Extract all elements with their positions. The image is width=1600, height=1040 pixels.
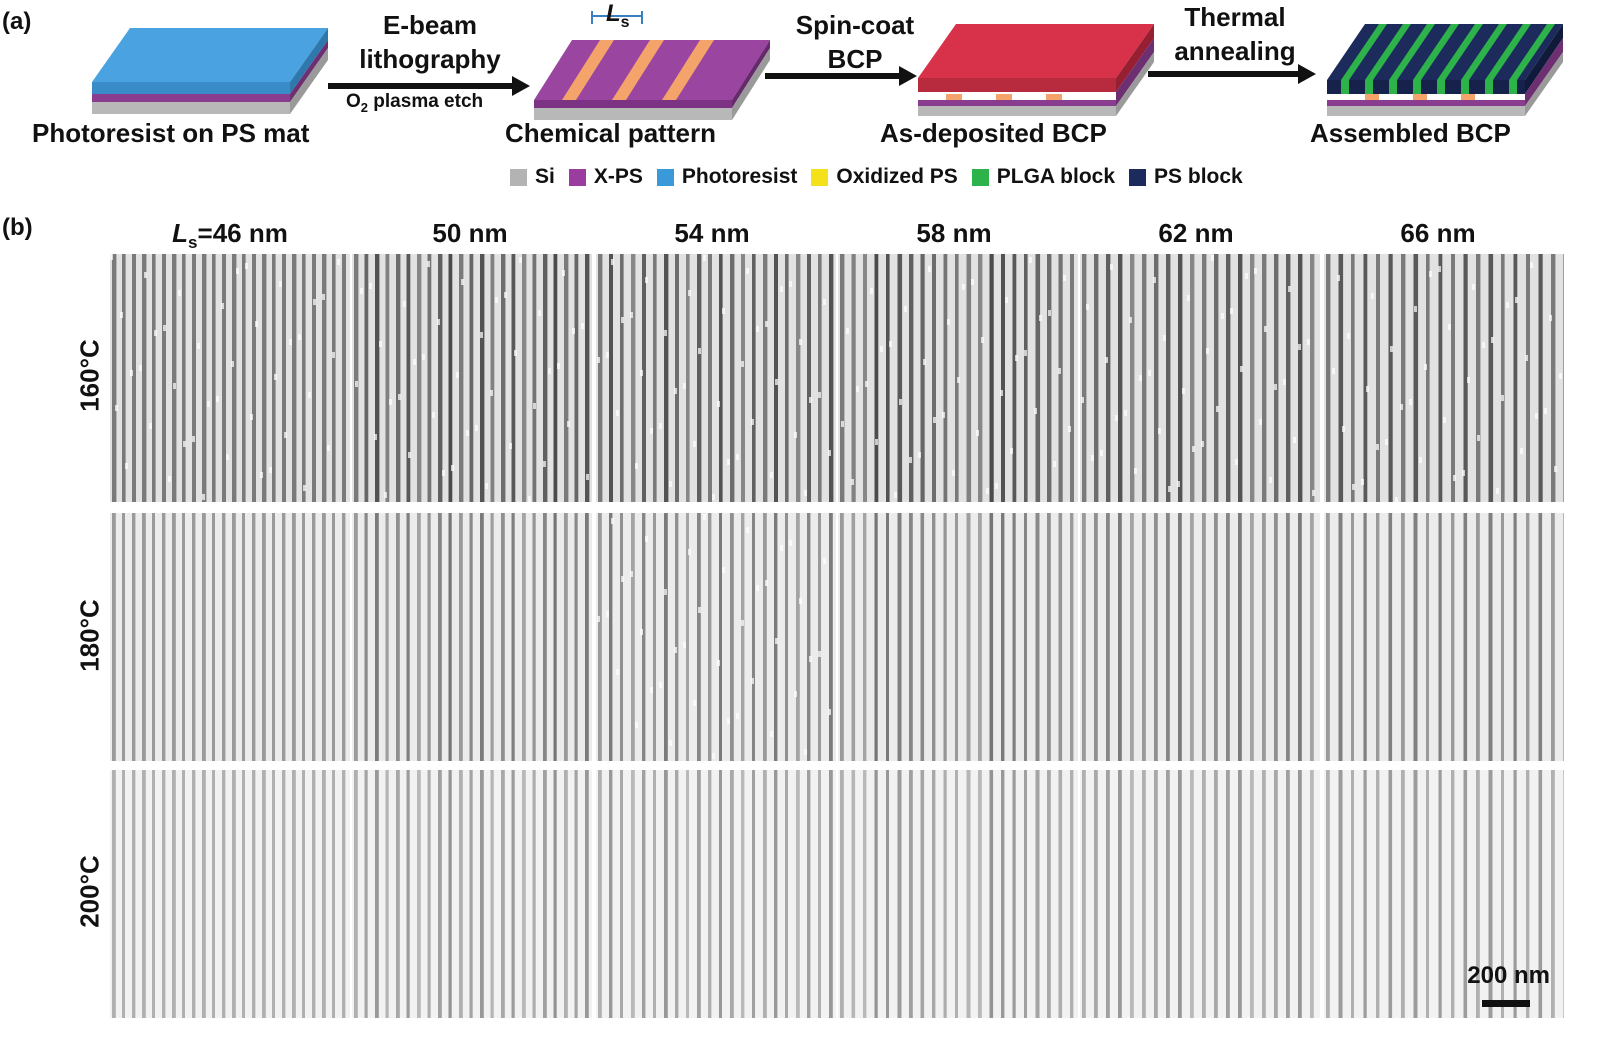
ls-subscript: s xyxy=(620,13,630,31)
sem-image-0-1 xyxy=(352,254,592,502)
legend-swatch-ps-block xyxy=(1129,168,1147,186)
legend-item-si: Si xyxy=(510,165,555,189)
panel-a-label: (a) xyxy=(2,8,32,35)
schematic-as-deposited-bcp xyxy=(916,18,1161,118)
legend-swatch-oxidized-ps xyxy=(811,168,829,186)
arrow-label-spincoat-line2: BCP xyxy=(827,44,883,74)
legend-item-photoresist: Photoresist xyxy=(656,165,798,189)
legend-label-si: Si xyxy=(535,165,555,188)
sem-image-0-4 xyxy=(1080,254,1320,502)
arrow-label-ebeam: E-beam lithography xyxy=(330,8,530,76)
schematic-chemical-pattern xyxy=(532,10,777,122)
process-arrow-3 xyxy=(1148,64,1316,84)
arrow-label-spincoat-line1: Spin-coat xyxy=(795,10,915,40)
arrow-label-annealing-line2: annealing xyxy=(1174,36,1296,66)
legend-label-plga: PLGA block xyxy=(996,165,1116,188)
arrow-label-ebeam-line2: lithography xyxy=(359,44,501,74)
process-arrow-1 xyxy=(328,76,530,96)
step-caption-as-deposited: As-deposited BCP xyxy=(880,118,1107,148)
sem-image-0-5 xyxy=(1324,254,1564,502)
row-header-160: 160°C xyxy=(74,339,105,412)
sem-image-1-4 xyxy=(1080,513,1320,761)
sem-image-1-2 xyxy=(596,513,836,761)
process-arrow-2 xyxy=(765,66,917,86)
row-header-200: 200°C xyxy=(74,855,105,928)
legend: Si X-PS Photoresist Oxidized PS PLGA blo… xyxy=(510,165,1243,189)
step-caption-chemical-pattern: Chemical pattern xyxy=(505,118,716,148)
legend-swatch-xps xyxy=(568,168,586,186)
legend-item-ps-block: PS block xyxy=(1129,165,1243,189)
sem-image-2-0 xyxy=(110,770,350,1018)
sem-image-1-1 xyxy=(352,513,592,761)
step-caption-photoresist: Photoresist on PS mat xyxy=(32,118,310,148)
schematic-assembled-bcp xyxy=(1325,18,1570,118)
plasma-prefix: O xyxy=(346,91,361,112)
scale-bar-label: 200 nm xyxy=(1467,962,1550,989)
column-header-46-value: =46 nm xyxy=(197,218,288,248)
column-header-46: Ls=46 nm xyxy=(110,218,350,253)
plasma-suffix: plasma etch xyxy=(368,91,484,112)
column-header-62: 62 nm xyxy=(1158,218,1234,248)
legend-item-plga: PLGA block xyxy=(971,165,1116,189)
sem-image-1-0 xyxy=(110,513,350,761)
sem-image-0-0 xyxy=(110,254,350,502)
arrow-label-spincoat: Spin-coat BCP xyxy=(770,8,940,76)
panel-b-label: (b) xyxy=(2,214,33,241)
arrow-label-ebeam-line1: E-beam xyxy=(383,10,477,40)
sem-image-0-2 xyxy=(596,254,836,502)
legend-label-photoresist: Photoresist xyxy=(681,165,798,188)
column-header-50: 50 nm xyxy=(432,218,508,248)
ls-marker: Ls xyxy=(606,0,630,32)
sem-image-2-1 xyxy=(352,770,592,1018)
arrow-label-annealing-line1: Thermal xyxy=(1184,2,1286,32)
ls-letter-header: L xyxy=(172,218,189,248)
plasma-subscript: 2 xyxy=(360,99,369,115)
legend-item-xps: X-PS xyxy=(568,165,643,189)
schematic-photoresist-on-ps-mat xyxy=(90,22,335,122)
sem-image-2-2 xyxy=(596,770,836,1018)
scale-bar xyxy=(1482,1000,1530,1007)
ls-letter: L xyxy=(606,0,621,27)
sem-image-2-3 xyxy=(838,770,1078,1018)
legend-label-oxidized-ps: Oxidized PS xyxy=(836,165,958,188)
sem-image-0-3 xyxy=(838,254,1078,502)
sem-image-2-4 xyxy=(1080,770,1320,1018)
arrow-sublabel-plasma: O2 plasma etch xyxy=(346,91,483,115)
sem-image-1-3 xyxy=(838,513,1078,761)
column-header-66: 66 nm xyxy=(1400,218,1476,248)
column-header-54: 54 nm xyxy=(674,218,750,248)
arrow-label-annealing: Thermal annealing xyxy=(1150,0,1320,68)
sem-image-2-5 xyxy=(1324,770,1564,1018)
legend-item-oxidized-ps: Oxidized PS xyxy=(811,165,958,189)
legend-swatch-plga xyxy=(971,168,989,186)
step-caption-assembled: Assembled BCP xyxy=(1310,118,1511,148)
column-header-58: 58 nm xyxy=(916,218,992,248)
legend-swatch-photoresist xyxy=(656,168,674,186)
legend-label-xps: X-PS xyxy=(593,165,643,188)
ls-subscript-header: s xyxy=(188,233,198,253)
sem-image-1-5 xyxy=(1324,513,1564,761)
legend-swatch-si xyxy=(510,168,527,186)
legend-label-ps-block: PS block xyxy=(1154,165,1243,188)
row-header-180: 180°C xyxy=(74,599,105,672)
